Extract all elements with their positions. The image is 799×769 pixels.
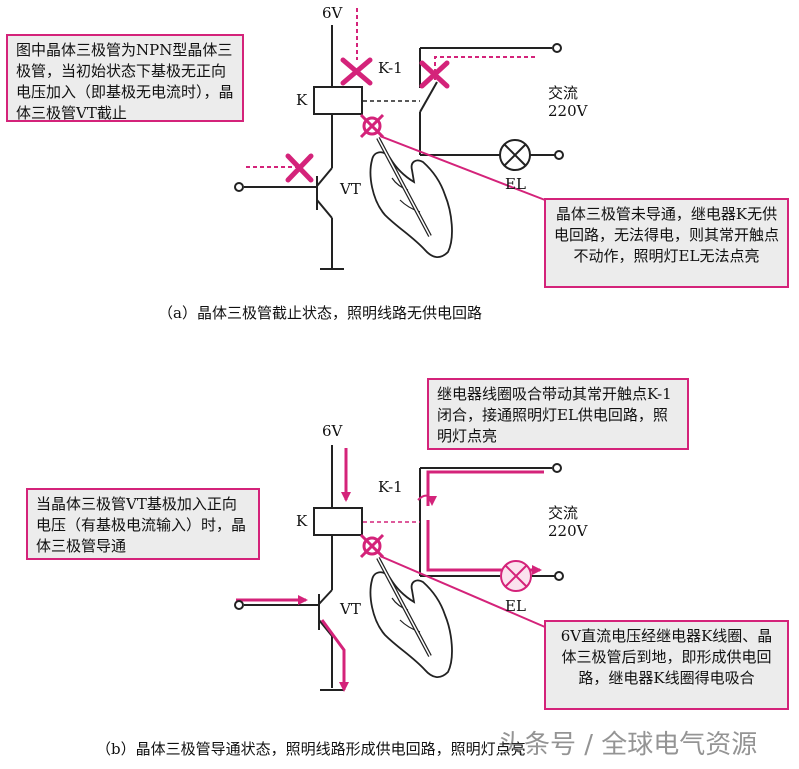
callout-a-right: 晶体三极管未导通，继电器K无供电回路，无法得电，则其常开触点不动作，照明灯EL无… [544, 198, 789, 288]
terminal-a1 [234, 182, 244, 192]
relay-coil-a [313, 86, 363, 115]
hand-pen-a [369, 137, 453, 258]
ac-label-b2: 220V [548, 522, 588, 540]
terminal-b1 [234, 600, 244, 610]
panel-a-components [234, 43, 564, 258]
cross-mark-a3 [285, 153, 314, 183]
panel-b-wiring [244, 445, 555, 691]
transistor-label-b: VT [340, 600, 361, 618]
callout-b-left: 当晶体三极管VT基极加入正向电压（有基极电流输入）时，晶体三极管导通 [26, 488, 260, 560]
callout-a-left: 图中晶体三极管为NPN型晶体三极管，当初始状态下基极无正向电压加入（即基极无电流… [6, 34, 244, 122]
caption-a: （a）晶体三极管截止状态，照明线路无供电回路 [158, 304, 482, 322]
lamp-label-a: EL [505, 175, 526, 193]
hand-pen-b [369, 557, 453, 678]
callout-b-top: 继电器线圈吸合带动其常开触点K-1闭合，接通照明灯EL供电回路，照明灯点亮 [427, 378, 689, 450]
probe-ring-a [359, 113, 385, 139]
relay-label-a: K [296, 91, 308, 109]
supply-label-a: 6V [322, 4, 343, 22]
ac-label-a1: 交流 [548, 84, 579, 102]
ac-label-b1: 交流 [548, 504, 579, 522]
lamp-label-b: EL [505, 597, 526, 615]
probe-ring-b [359, 533, 385, 559]
terminal-b3 [554, 571, 564, 581]
terminal-a3 [554, 150, 564, 160]
lamp-b [500, 560, 532, 592]
ac-label-a2: 220V [548, 102, 588, 120]
cross-mark-a1 [340, 57, 373, 86]
terminal-b2 [552, 463, 562, 473]
contact-label-b: K-1 [378, 478, 403, 496]
transistor-label-a: VT [340, 180, 361, 198]
supply-label-b: 6V [322, 422, 343, 440]
callout-b-right: 6V直流电压经继电器K线圈、晶体三极管后到地，即形成供电回路，继电器K线圈得电吸… [544, 620, 789, 710]
watermark: 头条号 / 全球电气资源 [498, 730, 758, 760]
relay-label-b: K [296, 512, 308, 530]
panel-a-wiring [244, 25, 555, 270]
cross-mark-a2 [419, 60, 450, 89]
contact-label-a: K-1 [378, 59, 403, 77]
relay-coil-b [313, 507, 363, 536]
lamp-a [499, 139, 531, 171]
terminal-a2 [552, 43, 562, 53]
panel-b-components [234, 463, 564, 678]
caption-b: （b）晶体三极管导通状态，照明线路形成供电回路，照明灯点亮 [96, 740, 526, 758]
